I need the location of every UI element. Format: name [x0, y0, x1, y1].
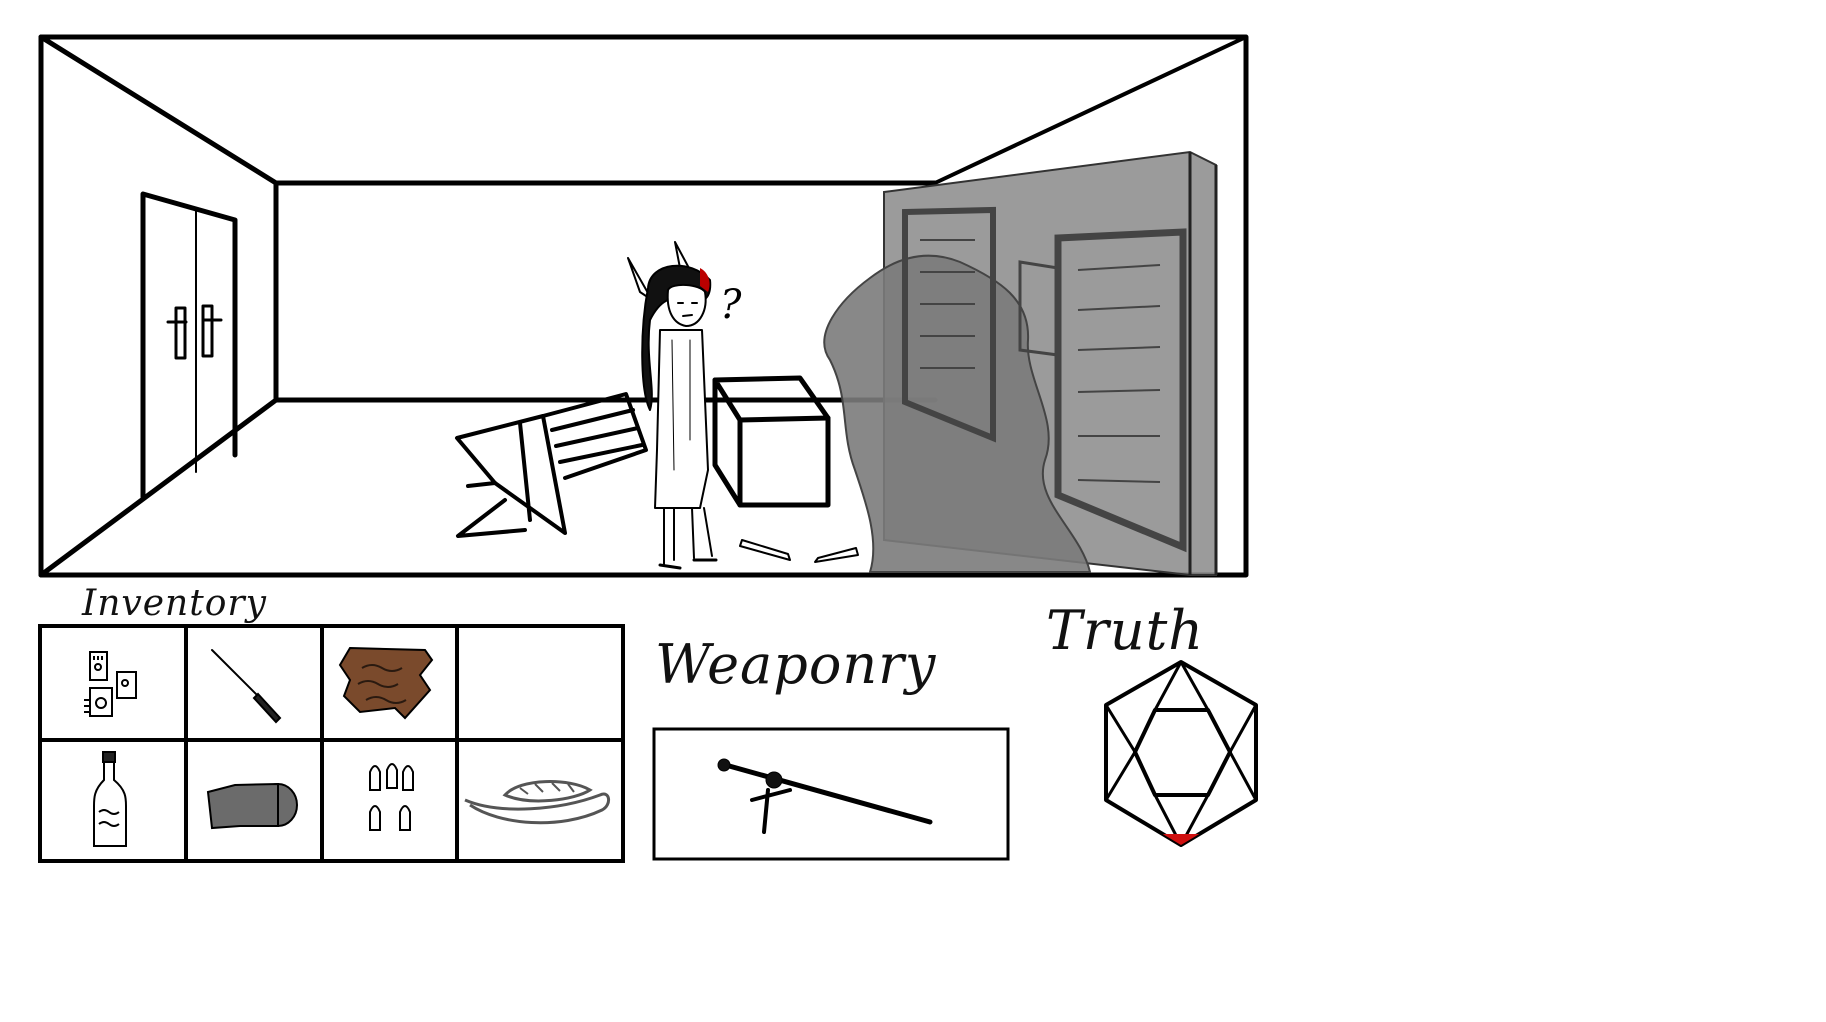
room-scene [38, 34, 1249, 578]
duct-tape-icon[interactable] [206, 782, 298, 830]
character-coat [654, 329, 709, 509]
bookshelf-left [902, 206, 996, 443]
floor-left-edge [38, 397, 279, 578]
weaponry-label: Weaponry [655, 633, 937, 696]
player-character[interactable] [627, 241, 718, 570]
inventory-slots [42, 628, 621, 859]
inventory-slot-1[interactable] [42, 628, 184, 738]
screwdriver-icon[interactable] [211, 649, 282, 724]
cane-sword-icon[interactable] [717, 758, 933, 834]
game-screen: ? [38, 34, 1258, 863]
inventory-slot-2[interactable] [188, 628, 320, 738]
rope-icon[interactable] [464, 780, 610, 825]
character-legs [663, 507, 713, 566]
truth-meter-fill [1162, 834, 1200, 845]
inventory-label: Inventory [82, 583, 267, 624]
ceiling-left-edge [38, 34, 279, 186]
truth-label: Truth [1046, 599, 1205, 662]
thought-mark: ? [720, 282, 742, 328]
gray-blob [823, 254, 1092, 573]
fallen-chair[interactable] [455, 392, 648, 538]
bottle-icon[interactable] [93, 751, 127, 847]
double-door[interactable] [140, 191, 238, 500]
bullets-icon[interactable] [369, 763, 414, 831]
gem-icon[interactable] [1104, 660, 1258, 847]
inventory-slot-7[interactable] [324, 742, 455, 859]
door-handle-right[interactable] [201, 304, 214, 358]
ceiling-right-edge [933, 35, 1248, 185]
panel-edge [1188, 152, 1218, 575]
inventory-grid [38, 624, 625, 863]
bookshelf-right [1054, 228, 1187, 553]
leather-scrap-icon[interactable] [338, 646, 434, 720]
character-face [666, 284, 707, 327]
circuit-boards-icon[interactable] [84, 651, 137, 717]
box[interactable] [712, 375, 831, 508]
ghost-library-vision[interactable] [823, 150, 1218, 576]
floor-debris[interactable] [739, 539, 859, 563]
door-frame [140, 191, 238, 500]
weaponry-slot[interactable] [652, 727, 1010, 861]
window [1018, 260, 1060, 357]
door-handle-left[interactable] [174, 306, 187, 360]
inventory-slot-4[interactable] [459, 628, 621, 738]
character-hair-streak [700, 268, 710, 292]
